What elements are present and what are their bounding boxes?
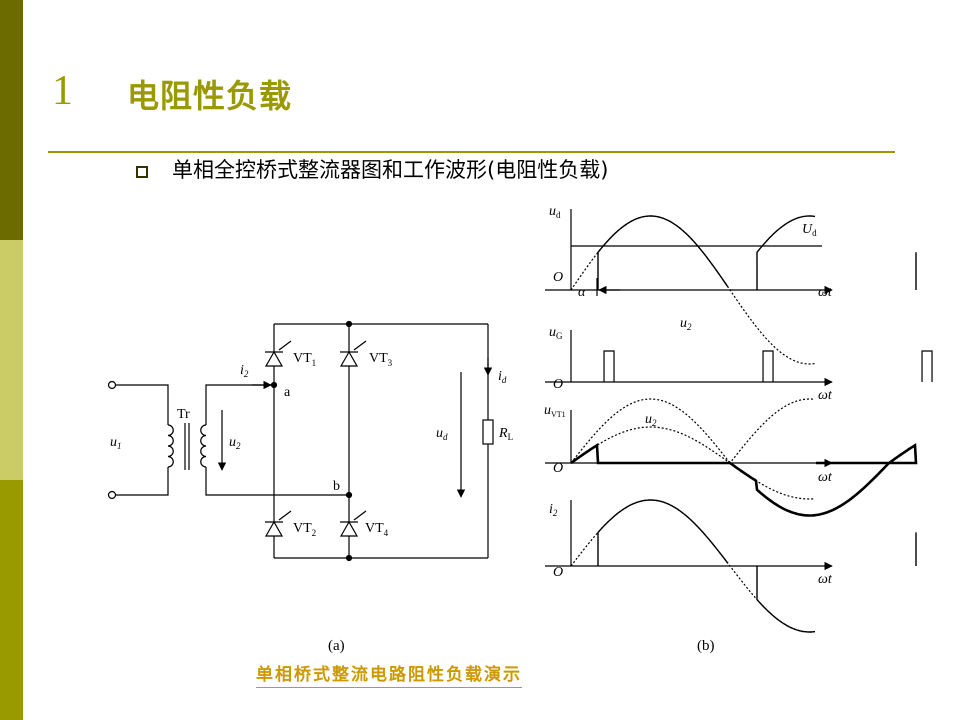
sidebar-band-dark: [0, 0, 23, 240]
wf-label-ud: ud: [549, 204, 561, 220]
slide-title: 电阻性负载: [127, 77, 293, 115]
wf-origin-p1: O: [553, 270, 563, 285]
wf-label-uG: uG: [549, 325, 563, 341]
wf-origin-p3: O: [553, 461, 563, 476]
label-u1: u1: [110, 435, 122, 451]
wf-label-i2: i2: [549, 502, 558, 518]
secondary-wire-top: [205, 384, 274, 425]
p3-uvt1-solid: [570, 442, 918, 517]
demo-link[interactable]: 单相桥式整流电路阻性负载演示: [256, 660, 522, 688]
load-resistor: [482, 419, 494, 445]
p4-i2-solid: [597, 499, 917, 633]
title-divider: [48, 151, 895, 153]
label-ud: ud: [436, 426, 448, 442]
wf-wt-p1: ωt: [818, 285, 833, 300]
label-vt3: VT3: [369, 351, 393, 368]
label-vt2: VT2: [293, 521, 316, 538]
label-node-a: a: [284, 385, 291, 400]
wf-label-Ud: Ud: [802, 222, 817, 238]
label-i2: i2: [240, 363, 249, 379]
p3-u2-dotted: [570, 426, 816, 500]
primary-coil: [167, 424, 174, 468]
circuit-diagram: [107, 320, 494, 562]
label-vt1: VT1: [293, 351, 316, 368]
label-node-b: b: [333, 479, 340, 494]
wf-origin-p2: O: [553, 377, 563, 392]
secondary-wire-bottom: [205, 467, 349, 496]
label-id: id: [498, 369, 507, 385]
caption-circuit: (a): [328, 638, 345, 654]
sidebar-band-mid: [0, 480, 23, 720]
junction-a: [270, 381, 278, 389]
p3-2u2-dotted: [570, 398, 816, 464]
waveform-panels: [545, 209, 933, 633]
bullet-square-icon: [136, 166, 148, 178]
wf-label-alpha: α: [578, 285, 586, 300]
thyristor-vt2: [264, 510, 292, 537]
caption-waveforms: (b): [697, 638, 715, 654]
circuit-labels: u1 Tr u2 i2 a b VT1 VT3 VT2 VT4 ud id RL: [110, 351, 513, 538]
sidebar-decoration: [0, 0, 23, 720]
wf-wt-p3: ωt: [818, 470, 833, 485]
label-rl: RL: [498, 426, 513, 442]
wf-label-u2-p3: u2: [645, 412, 657, 428]
thyristor-vt1: [264, 340, 292, 367]
bullet-text: 单相全控桥式整流器图和工作波形(电阻性负载): [172, 158, 609, 182]
wf-wt-p2: ωt: [818, 388, 833, 403]
wf-wt-p4: ωt: [818, 572, 833, 587]
primary-wire-bottom: [116, 467, 169, 496]
p1-ud-solid: [597, 215, 917, 290]
junction-top: [345, 320, 353, 328]
input-terminal-bottom: [107, 490, 117, 500]
input-terminal-top: [107, 380, 117, 390]
junction-b: [345, 491, 353, 499]
wf-label-u2-p1: u2: [680, 316, 692, 332]
label-vt4: VT4: [365, 521, 389, 538]
waveform-labels: ud Ud u2 α O ωt uG O ωt uVT1 u2 O ωt i2 …: [544, 204, 833, 587]
slide-number: 1: [52, 68, 73, 114]
junction-bottom: [345, 554, 353, 562]
wf-label-uVT1: uVT1: [544, 403, 566, 419]
p2-gate-pulses: [603, 350, 933, 382]
label-tr: Tr: [177, 407, 190, 422]
wf-origin-p4: O: [553, 565, 563, 580]
secondary-coil: [200, 424, 207, 468]
thyristor-vt3: [339, 340, 367, 367]
primary-wire-top: [116, 384, 169, 425]
p1-u2-dotted: [570, 215, 816, 365]
thyristor-vt4: [339, 510, 367, 537]
sidebar-band-light: [0, 240, 23, 480]
label-u2: u2: [229, 435, 241, 451]
